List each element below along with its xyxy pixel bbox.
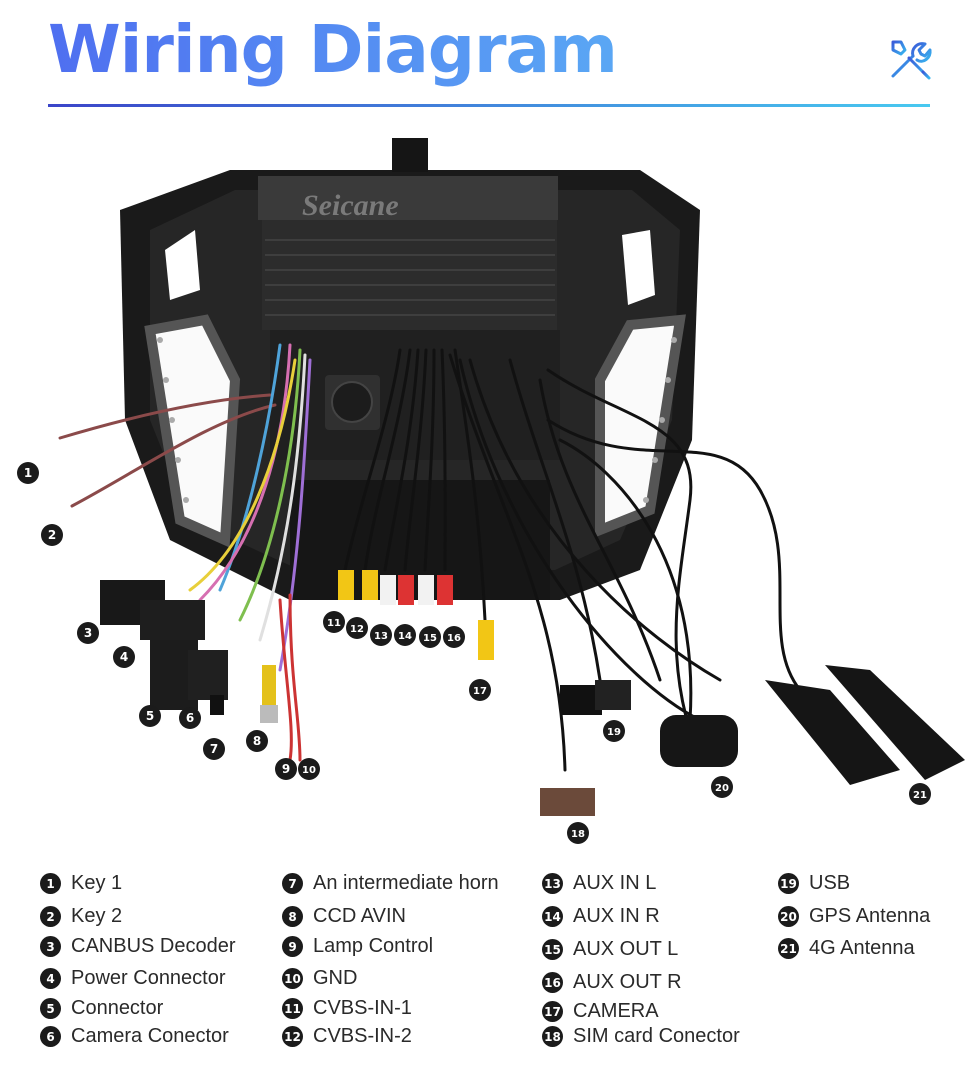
page-title: Wiring Diagram: [48, 11, 618, 88]
wiring-diagram: Seicane: [17, 138, 965, 844]
callout-2: 2: [41, 524, 63, 546]
callout-20: 20: [711, 776, 733, 798]
svg-text:5: 5: [146, 709, 154, 723]
callout-13: 13: [370, 624, 392, 646]
brand-logo: Seicane: [302, 189, 399, 222]
connectors: [100, 570, 965, 816]
callout-12: 12: [346, 617, 368, 639]
callout-19: 19: [603, 720, 625, 742]
callout-17: 17: [469, 679, 491, 701]
svg-text:7: 7: [210, 742, 218, 756]
svg-text:3: 3: [84, 626, 92, 640]
svg-text:10: 10: [302, 765, 316, 776]
tools-icon: [891, 40, 932, 80]
svg-text:1: 1: [24, 466, 32, 480]
callout-15: 15: [419, 626, 441, 648]
svg-text:12: 12: [350, 624, 364, 635]
callout-1: 1: [17, 462, 39, 484]
wire-harness: [58, 343, 802, 772]
svg-text:8: 8: [253, 734, 261, 748]
svg-text:2: 2: [48, 528, 56, 542]
title-divider: [48, 104, 930, 107]
svg-text:19: 19: [607, 727, 621, 738]
svg-text:13: 13: [374, 631, 388, 642]
callout-21: 21: [909, 783, 931, 805]
svg-text:9: 9: [282, 762, 290, 776]
callout-18: 18: [567, 822, 589, 844]
callouts: 1 2 3 4 5 6 7 8 9 10 11 12 13 14 15 16 1…: [17, 462, 931, 844]
svg-text:21: 21: [913, 790, 927, 801]
svg-text:4: 4: [120, 650, 128, 664]
callout-9: 9: [275, 758, 297, 780]
callout-4: 4: [113, 646, 135, 668]
callout-10: 10: [298, 758, 320, 780]
callout-8: 8: [246, 730, 268, 752]
svg-text:16: 16: [447, 633, 461, 644]
svg-text:17: 17: [473, 686, 487, 697]
svg-text:14: 14: [398, 631, 412, 642]
svg-text:18: 18: [571, 829, 585, 840]
svg-text:15: 15: [423, 633, 437, 644]
svg-text:11: 11: [327, 618, 341, 629]
callout-7: 7: [203, 738, 225, 760]
callout-6: 6: [179, 707, 201, 729]
svg-text:20: 20: [715, 783, 729, 794]
callout-14: 14: [394, 624, 416, 646]
svg-text:6: 6: [186, 711, 194, 725]
callout-5: 5: [139, 705, 161, 727]
callout-11: 11: [323, 611, 345, 633]
callout-3: 3: [77, 622, 99, 644]
callout-16: 16: [443, 626, 465, 648]
